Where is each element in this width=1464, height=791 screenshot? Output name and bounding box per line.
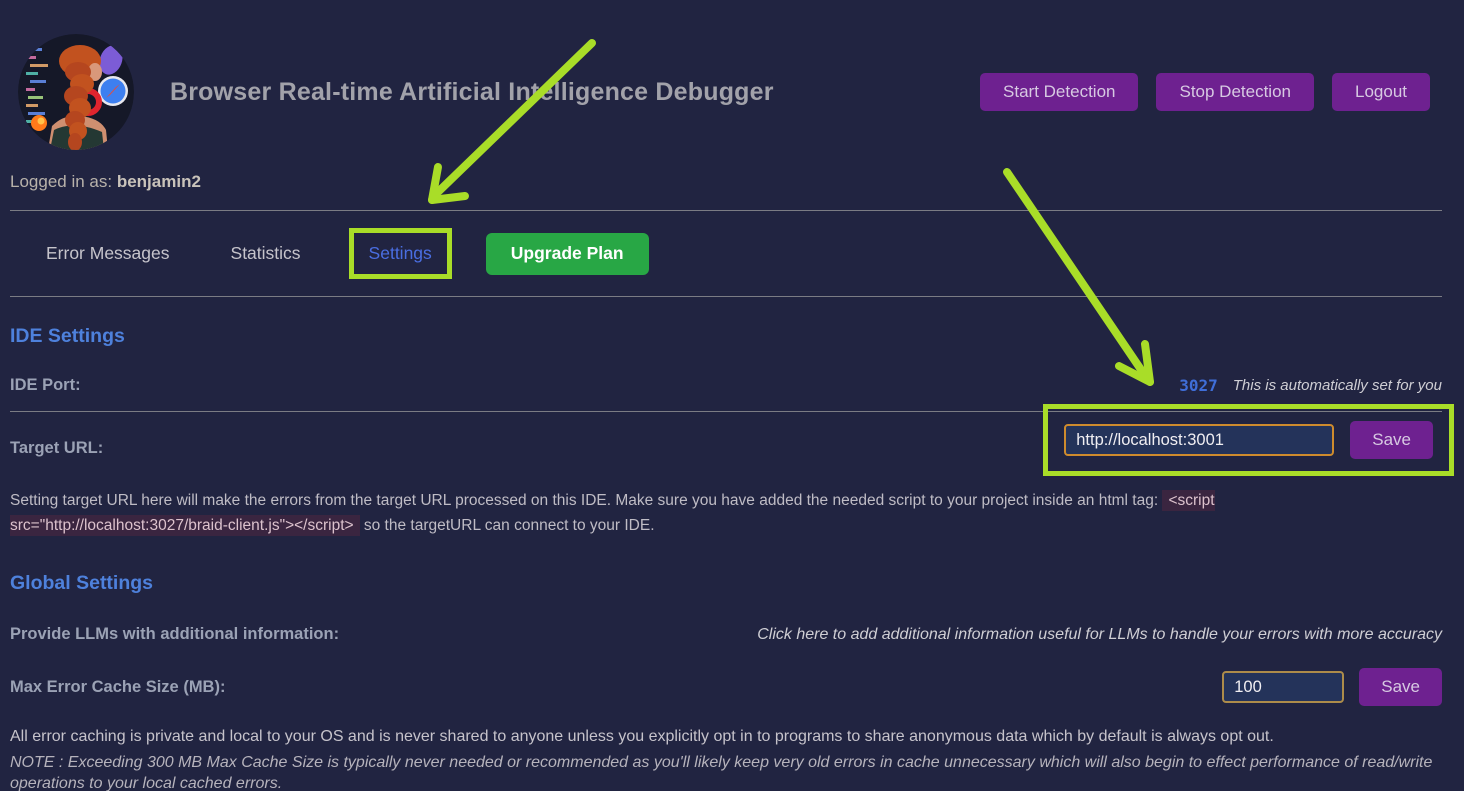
- privacy-statement: All error caching is private and local t…: [10, 728, 1274, 745]
- target-url-row: Target URL: Save: [10, 404, 1454, 484]
- global-settings-heading: Global Settings: [10, 572, 154, 594]
- description-text-after: so the targetURL can connect to your IDE…: [359, 517, 655, 534]
- stop-detection-button[interactable]: Stop Detection: [1156, 73, 1314, 111]
- tab-settings[interactable]: Settings: [368, 243, 432, 263]
- llm-info-label: Provide LLMs with additional information…: [10, 625, 340, 643]
- tab-statistics[interactable]: Statistics: [230, 243, 301, 263]
- logged-in-status: Logged in as: benjamin2: [10, 172, 1442, 192]
- target-url-description: Setting target URL here will make the er…: [10, 488, 1434, 538]
- max-cache-input[interactable]: [1222, 671, 1345, 703]
- description-text-before: Setting target URL here will make the er…: [10, 492, 1163, 509]
- logout-button[interactable]: Logout: [1332, 73, 1430, 111]
- upgrade-plan-button[interactable]: Upgrade Plan: [485, 232, 649, 275]
- user-avatar: [18, 34, 134, 150]
- llm-info-row: Provide LLMs with additional information…: [10, 625, 1442, 644]
- ide-port-row: IDE Port: 3027 This is automatically set…: [10, 376, 1442, 412]
- max-cache-label: Max Error Cache Size (MB):: [10, 677, 226, 696]
- annotation-box-target-url: Save: [1043, 404, 1454, 476]
- woman-figure: [48, 45, 108, 150]
- start-detection-button[interactable]: Start Detection: [980, 73, 1139, 111]
- app-header: Browser Real-time Artificial Intelligenc…: [10, 0, 1442, 150]
- tab-error-messages[interactable]: Error Messages: [46, 243, 170, 263]
- browser-logo-purple: [99, 45, 123, 75]
- username: benjamin2: [116, 172, 201, 191]
- ide-settings-heading: IDE Settings: [10, 325, 125, 347]
- max-cache-save-button[interactable]: Save: [1359, 668, 1442, 706]
- page-title: Browser Real-time Artificial Intelligenc…: [170, 77, 774, 106]
- cache-size-note: NOTE : Exceeding 300 MB Max Cache Size i…: [10, 754, 1433, 791]
- target-url-save-button[interactable]: Save: [1350, 421, 1433, 459]
- llm-info-click-here-link[interactable]: Click here to add additional information…: [757, 625, 1442, 643]
- ide-port-note: This is automatically set for you: [1232, 377, 1442, 394]
- header-actions: Start Detection Stop Detection Logout: [980, 73, 1430, 111]
- ide-port-label: IDE Port:: [10, 376, 81, 394]
- target-url-input[interactable]: [1064, 424, 1335, 456]
- logged-in-label: Logged in as:: [10, 172, 113, 191]
- ide-port-value: 3027: [1179, 376, 1218, 395]
- tab-bar: Error Messages Statistics Settings Upgra…: [10, 211, 1442, 297]
- target-url-label: Target URL:: [10, 438, 104, 457]
- annotation-box-settings: Settings: [348, 228, 452, 279]
- divider: [10, 210, 1442, 211]
- avatar-illustration: [18, 34, 134, 150]
- max-cache-row: Max Error Cache Size (MB): Save: [10, 668, 1442, 706]
